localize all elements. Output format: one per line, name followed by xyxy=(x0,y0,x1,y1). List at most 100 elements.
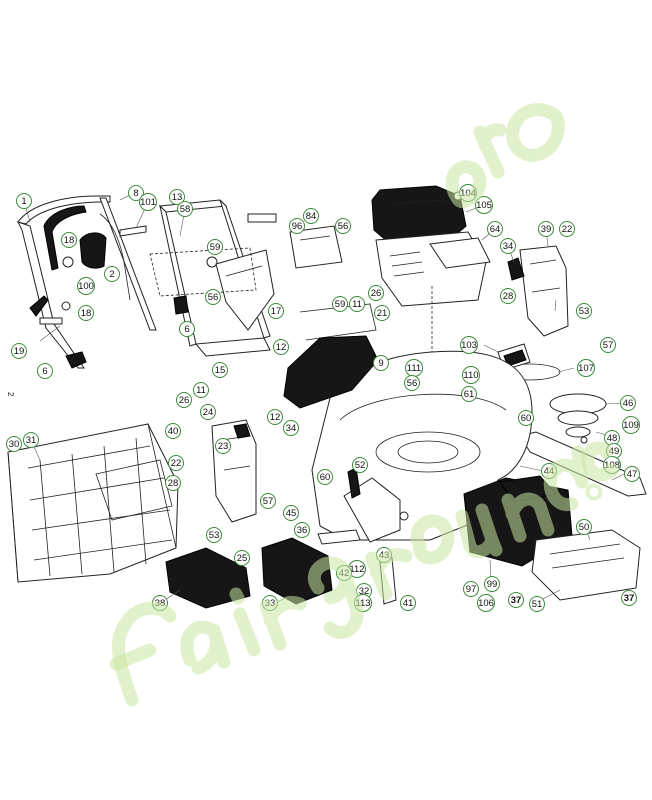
callout-marker xyxy=(368,285,384,301)
callout-45: 45 xyxy=(283,505,299,521)
callout-marker xyxy=(267,409,283,425)
callout-57: 57 xyxy=(600,337,616,353)
callout-label: 11 xyxy=(196,385,206,396)
callout-label: 97 xyxy=(466,584,477,595)
callout-marker xyxy=(518,410,534,426)
callout-96: 96 xyxy=(289,218,305,234)
callout-marker xyxy=(179,321,195,337)
callout-marker xyxy=(559,221,575,237)
callout-label: 22 xyxy=(562,224,573,235)
callout-marker xyxy=(475,196,493,214)
callout-label: 30 xyxy=(9,439,20,450)
callout-111: 111 xyxy=(405,359,423,377)
callout-marker xyxy=(620,395,636,411)
callout-label: 57 xyxy=(263,496,274,507)
callout-47: 47 xyxy=(624,466,640,482)
callout-marker xyxy=(538,221,554,237)
callout-label: 103 xyxy=(461,340,477,351)
callout-marker xyxy=(283,420,299,436)
handle-bracket-right xyxy=(289,225,343,269)
callout-36: 36 xyxy=(294,522,310,538)
callout-31: 31 xyxy=(23,432,39,448)
callout-marker xyxy=(477,594,495,612)
callout-39: 39 xyxy=(538,221,554,237)
callout-label: 17 xyxy=(271,306,282,317)
callout-label: 32 xyxy=(359,586,370,597)
mulch-plug xyxy=(283,335,379,409)
callout-37: 37 xyxy=(621,590,637,606)
callout-84: 84 xyxy=(303,208,319,224)
callout-26: 26 xyxy=(368,285,384,301)
callout-marker xyxy=(193,382,209,398)
callout-marker xyxy=(273,339,289,355)
callout-label: 52 xyxy=(355,460,366,471)
callout-label: 1 xyxy=(21,196,26,207)
callout-53: 53 xyxy=(576,303,592,319)
callout-label: 12 xyxy=(270,412,281,423)
callout-marker xyxy=(335,218,351,234)
callout-marker xyxy=(463,581,479,597)
callout-marker xyxy=(487,221,503,237)
callout-marker xyxy=(200,404,216,420)
callout-label: 22 xyxy=(171,458,182,469)
callout-label: 100 xyxy=(78,281,94,292)
callout-marker xyxy=(139,193,157,211)
callout-23: 23 xyxy=(215,438,231,454)
callout-marker xyxy=(621,590,637,606)
callout-51: 51 xyxy=(529,596,545,612)
page-side-label: 2 xyxy=(6,392,15,397)
callout-label: 48 xyxy=(607,433,618,444)
callout-60: 60 xyxy=(518,410,534,426)
callout-marker xyxy=(373,355,389,371)
callout-marker xyxy=(600,337,616,353)
callout-59: 59 xyxy=(207,239,223,255)
callout-label: 105 xyxy=(476,200,492,211)
callout-18: 18 xyxy=(61,232,77,248)
callout-46: 46 xyxy=(620,395,636,411)
callout-56: 56 xyxy=(404,375,420,391)
callout-marker xyxy=(622,416,640,434)
callout-label: 101 xyxy=(140,197,156,208)
callout-58: 58 xyxy=(177,201,193,217)
callout-26: 26 xyxy=(176,392,192,408)
callout-marker xyxy=(577,359,595,377)
callout-label: 21 xyxy=(377,308,388,319)
callout-marker xyxy=(500,238,516,254)
callout-marker xyxy=(104,266,120,282)
callout-21: 21 xyxy=(374,305,390,321)
callout-53: 53 xyxy=(206,527,222,543)
callout-label: 99 xyxy=(487,579,498,590)
grass-catcher xyxy=(7,423,179,583)
callout-99: 99 xyxy=(484,576,500,592)
callout-12: 12 xyxy=(267,409,283,425)
callout-label: 2 xyxy=(109,269,114,280)
callout-marker xyxy=(169,189,185,205)
callout-label: 34 xyxy=(286,423,297,434)
callout-label: 26 xyxy=(371,288,382,299)
callout-57: 57 xyxy=(260,493,276,509)
callout-label: 113 xyxy=(355,598,370,609)
callout-marker xyxy=(332,296,348,312)
callout-marker xyxy=(303,208,319,224)
callout-marker xyxy=(206,527,222,543)
callout-marker xyxy=(529,596,545,612)
callout-110: 110 xyxy=(462,366,480,384)
callout-label: 112 xyxy=(349,564,364,575)
callout-label: 41 xyxy=(403,598,414,609)
callout-label: 58 xyxy=(180,204,191,215)
callout-marker xyxy=(576,303,592,319)
callout-11: 11 xyxy=(193,382,209,398)
callout-105: 105 xyxy=(475,196,493,214)
callout-64: 64 xyxy=(487,221,503,237)
callout-marker xyxy=(177,201,193,217)
callout-label: 45 xyxy=(286,508,297,519)
callout-marker xyxy=(349,296,365,312)
callout-marker xyxy=(461,386,477,402)
callout-56: 56 xyxy=(335,218,351,234)
callout-34: 34 xyxy=(283,420,299,436)
callout-marker xyxy=(11,343,27,359)
callout-label: 9 xyxy=(378,358,383,369)
engine xyxy=(371,185,491,470)
callout-41: 41 xyxy=(400,595,416,611)
callout-label: 6 xyxy=(42,366,47,377)
